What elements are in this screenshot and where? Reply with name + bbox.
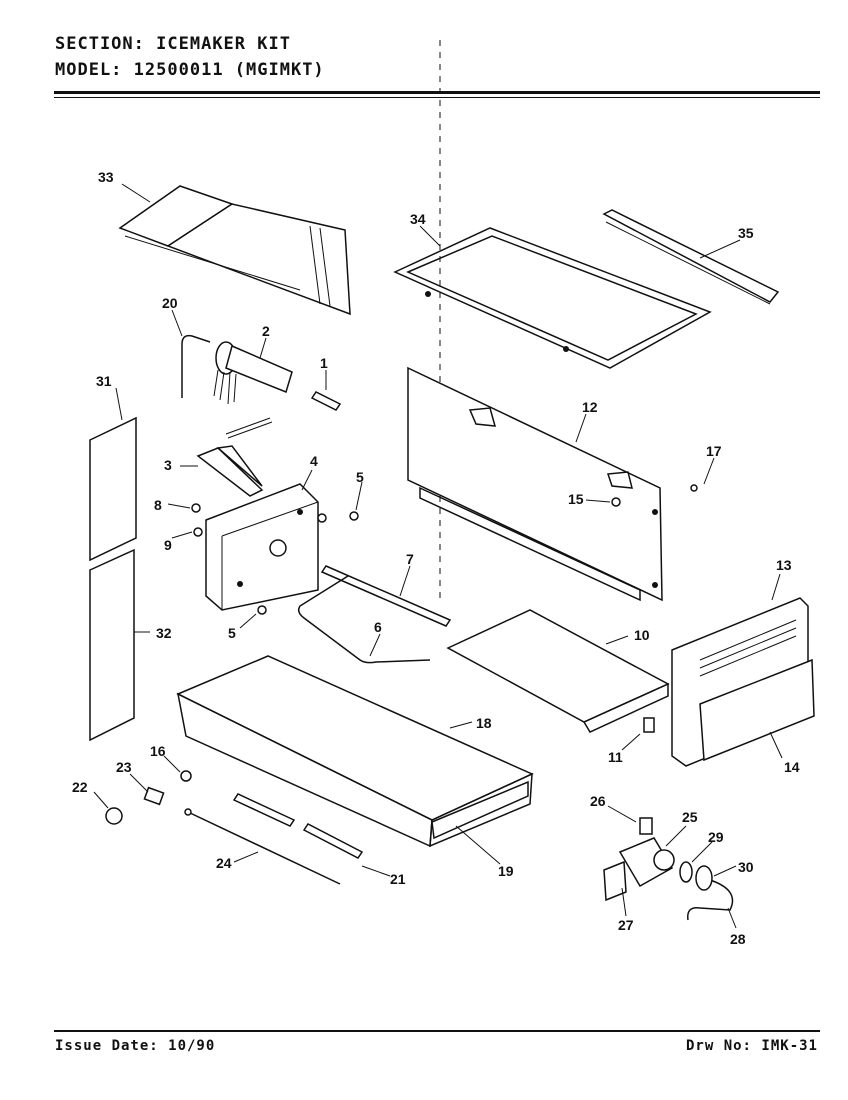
part-31-panel <box>89 416 137 562</box>
issue-date: Issue Date: 10/90 <box>55 1038 216 1054</box>
model-label: MODEL: <box>55 60 123 80</box>
footer-rule <box>54 1030 820 1032</box>
callout-6: 6 <box>374 619 382 635</box>
part-5-screw-b <box>257 605 267 615</box>
part-18-bin <box>176 655 534 848</box>
callout-29: 29 <box>708 829 724 845</box>
header-rule-thin <box>54 97 820 98</box>
callout-21: 21 <box>390 871 406 887</box>
callout-31: 31 <box>96 373 112 389</box>
model-value: 12500011 (MGIMKT) <box>133 60 325 80</box>
drawing-number: Drw No: IMK-31 <box>685 1038 818 1054</box>
part-6-wire <box>297 575 431 664</box>
callout-1: 1 <box>320 355 328 371</box>
callout-25: 25 <box>682 809 698 825</box>
part-32-panel <box>89 548 135 742</box>
part-17-screw <box>690 484 698 492</box>
part-8-screw <box>191 503 201 513</box>
callout-20: 20 <box>162 295 178 311</box>
part-20-rod <box>181 334 211 398</box>
section-value: ICEMAKER KIT <box>156 34 291 54</box>
callout-27: 27 <box>618 917 634 933</box>
part-19-bin-front <box>431 780 529 840</box>
part-23-block <box>143 786 165 806</box>
callout-17: 17 <box>706 443 722 459</box>
callout-16: 16 <box>150 743 166 759</box>
callout-12: 12 <box>582 399 598 415</box>
callout-24: 24 <box>216 855 232 871</box>
part-12-panel <box>407 366 663 602</box>
part-30-fitting <box>695 865 713 891</box>
part-5-screw-a <box>349 511 359 521</box>
callout-2: 2 <box>262 323 270 339</box>
part-22-knob <box>105 807 123 825</box>
callout-9: 9 <box>164 537 172 553</box>
part-35-strip <box>602 209 780 305</box>
leader-lines <box>93 183 783 929</box>
callout-4: 4 <box>310 453 318 469</box>
callout-15: 15 <box>568 491 584 507</box>
callout-5a: 5 <box>356 469 364 485</box>
callout-22: 22 <box>72 779 88 795</box>
part-24-rod <box>184 808 341 885</box>
part-9-washer <box>193 527 203 537</box>
part-28-tube <box>687 879 734 921</box>
part-27-bracket <box>603 860 627 902</box>
part-16-nut <box>180 770 192 782</box>
callout-5b: 5 <box>228 625 236 641</box>
part-29-gasket <box>679 861 693 883</box>
callout-8: 8 <box>154 497 162 513</box>
callout-14: 14 <box>784 759 800 775</box>
model-line: MODEL: 12500011 (MGIMKT) <box>55 60 325 80</box>
callout-26: 26 <box>590 793 606 809</box>
callout-19: 19 <box>498 863 514 879</box>
part-26-screw <box>639 817 653 835</box>
callout-13: 13 <box>776 557 792 573</box>
callout-32: 32 <box>156 625 172 641</box>
callout-33: 33 <box>98 169 114 185</box>
callout-35: 35 <box>738 225 754 241</box>
part-33-cover <box>118 185 351 316</box>
callout-10: 10 <box>634 627 650 643</box>
part-25-valve <box>618 837 675 888</box>
callout-28: 28 <box>730 931 746 947</box>
section-line: SECTION: ICEMAKER KIT <box>55 34 291 54</box>
callout-34: 34 <box>410 211 426 227</box>
callout-30: 30 <box>738 859 754 875</box>
callout-7: 7 <box>406 551 414 567</box>
part-3-bracket <box>196 445 264 497</box>
part-2-arm <box>213 341 293 439</box>
section-label: SECTION: <box>55 34 145 54</box>
part-15-screw <box>611 497 621 507</box>
part-10-mold <box>446 609 670 733</box>
part-34-frame <box>393 227 712 369</box>
callout-23: 23 <box>116 759 132 775</box>
header-rule-thick <box>54 91 820 94</box>
part-21-strips <box>232 793 364 859</box>
part-4-housing <box>205 483 327 611</box>
part-7-shaft <box>320 565 452 627</box>
callout-3: 3 <box>164 457 172 473</box>
callout-11: 11 <box>608 749 623 765</box>
part-14-cover-plate <box>699 658 815 762</box>
part-1-pin <box>310 391 342 411</box>
part-11-clip <box>643 717 655 733</box>
callout-18: 18 <box>476 715 492 731</box>
